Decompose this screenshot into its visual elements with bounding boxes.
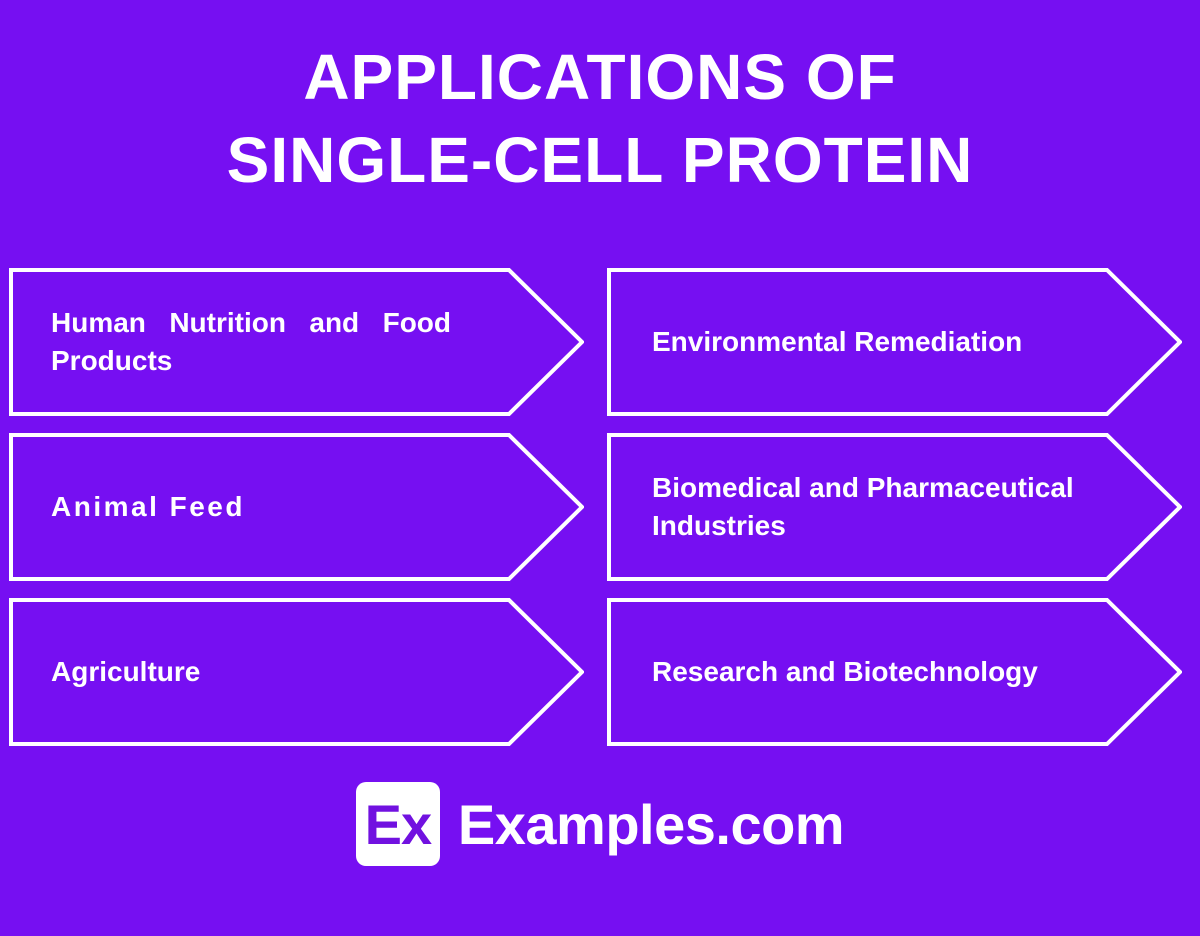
arrow-right-icon	[607, 598, 1182, 746]
arrow-item-label: Human Nutrition and Food Products	[51, 307, 451, 376]
arrow-item-human-nutrition: Human Nutrition and Food Products	[9, 268, 584, 416]
arrow-right-icon	[9, 433, 584, 581]
page-title-line-1: APPLICATIONS OF	[303, 41, 897, 113]
arrow-item-label: Research and Biotechnology	[652, 656, 1038, 687]
brand-footer: Ex Examples.com	[0, 782, 1200, 866]
arrow-right-icon	[607, 268, 1182, 416]
brand-name: Examples.com	[457, 792, 845, 856]
arrow-item-environmental-remediation: Environmental Remediation	[607, 268, 1182, 416]
arrow-item-agriculture: Agriculture	[9, 598, 584, 746]
arrow-item-label: Biomedical and Pharmaceutical Industries	[652, 472, 1074, 541]
arrow-right-icon	[9, 268, 584, 416]
arrow-item-label: Animal Feed	[51, 491, 245, 522]
arrow-grid: Human Nutrition and Food Products Animal…	[0, 268, 1200, 746]
arrow-right-icon	[607, 433, 1182, 581]
page-title-line-2: SINGLE-CELL PROTEIN	[226, 124, 974, 196]
arrow-item-label: Agriculture	[51, 656, 201, 687]
arrow-item-label: Environmental Remediation	[652, 326, 1023, 357]
arrow-item-research-biotechnology: Research and Biotechnology	[607, 598, 1182, 746]
arrow-column-left: Human Nutrition and Food Products Animal…	[9, 268, 584, 746]
arrow-right-icon	[9, 598, 584, 746]
examples-logo-icon: Ex	[355, 782, 440, 866]
page-title: APPLICATIONS OF SINGLE-CELL PROTEIN	[0, 36, 1200, 202]
arrow-item-animal-feed: Animal Feed	[9, 433, 584, 581]
arrow-item-biomedical-pharmaceutical: Biomedical and Pharmaceutical Industries	[607, 433, 1182, 581]
arrow-column-right: Environmental Remediation Biomedical and…	[607, 268, 1182, 746]
